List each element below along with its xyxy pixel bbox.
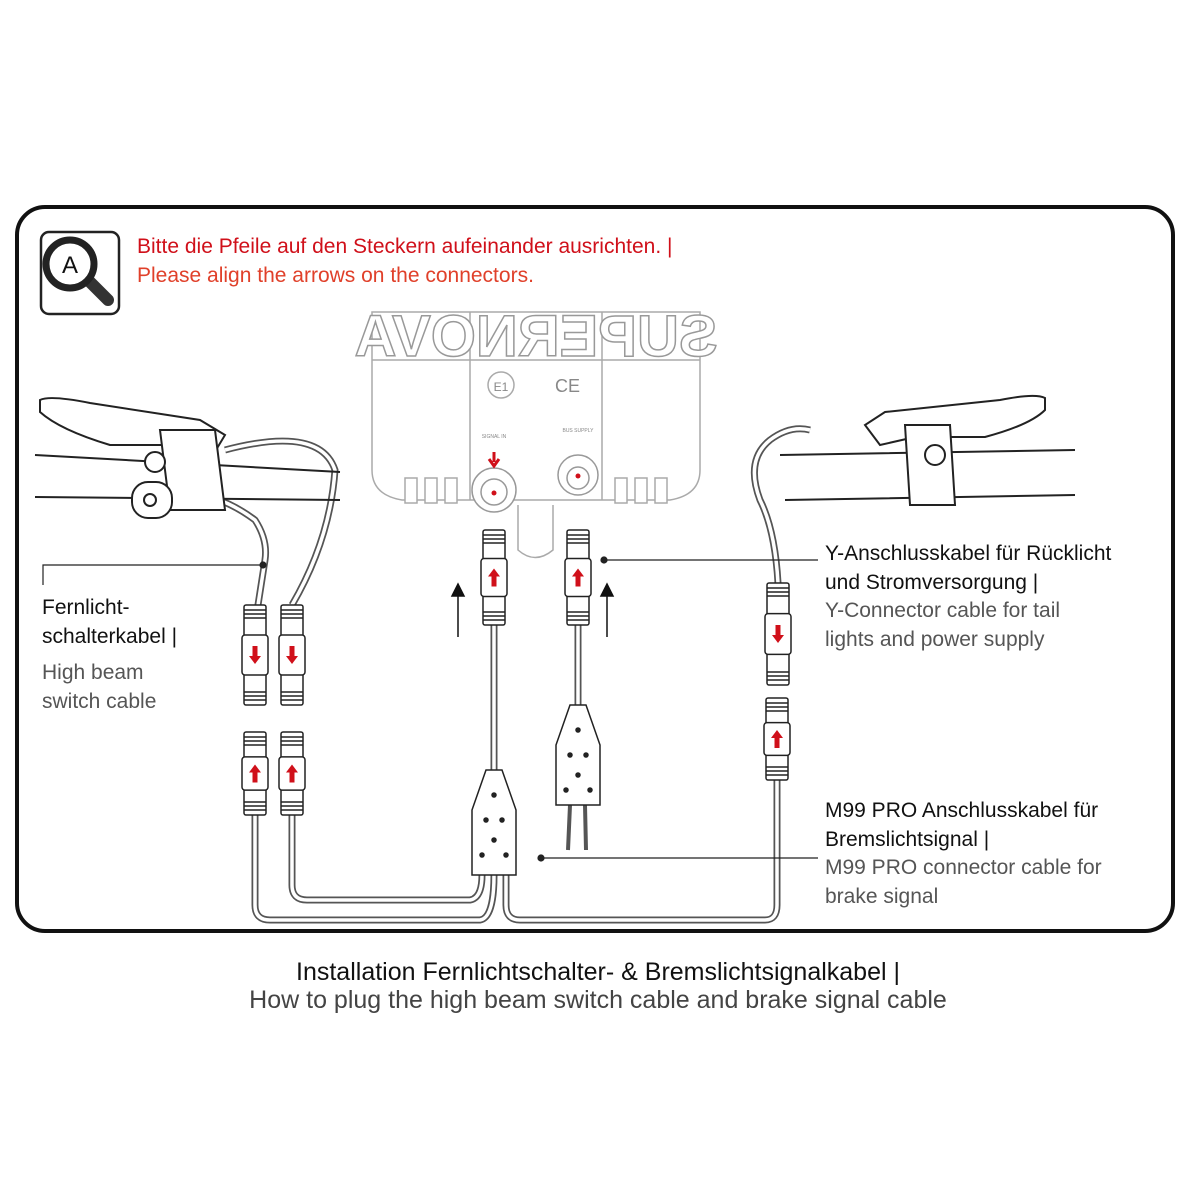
cable-inner — [504, 780, 779, 922]
plug-connector — [241, 731, 269, 816]
splitters — [471, 704, 601, 876]
leader-lines — [42, 556, 818, 862]
alignment-note: Bitte die Pfeile auf den Steckern aufein… — [137, 232, 672, 290]
cable-inner — [224, 439, 337, 606]
cable-inner — [253, 815, 496, 922]
red-arrow-down-icon — [286, 646, 298, 664]
cable — [288, 815, 486, 904]
red-arrow-up-icon — [249, 764, 261, 783]
cable — [502, 780, 781, 924]
plug-connector — [564, 529, 592, 626]
plug-connector — [278, 604, 306, 706]
light-device: SUPERNOVA E1 CE SIGNAL IN BUS SUPPLY — [354, 303, 718, 559]
note-en: Please align the arrows on the connector… — [137, 264, 534, 287]
label-en: switch cable — [42, 689, 157, 713]
red-arrow-up-icon — [572, 568, 584, 587]
label-en: brake signal — [825, 884, 939, 908]
caption-en: How to plug the high beam switch cable a… — [249, 986, 947, 1014]
plug-connector — [763, 697, 791, 781]
label-en: M99 PRO connector cable for — [825, 856, 1102, 879]
plug-connector — [241, 604, 269, 706]
port-left-label: SIGNAL IN — [482, 434, 507, 440]
note-de: Bitte die Pfeile auf den Steckern aufein… — [137, 235, 673, 258]
label-high-beam: Fernlicht- schalterkabel | High beam swi… — [42, 594, 177, 716]
cable-inner — [290, 815, 484, 902]
left-handlebar — [34, 397, 341, 519]
y-splitter-m99 — [471, 769, 517, 876]
label-de: M99 PRO Anschlusskabel für — [825, 799, 1099, 822]
magnifier-letter-a-icon: A — [39, 230, 121, 316]
cable-inner — [752, 427, 811, 584]
label-y-connector: Y-Anschlusskabel für Rücklicht und Strom… — [825, 540, 1111, 654]
svg-text:A: A — [62, 252, 78, 279]
caption: Installation Fernlichtschalter- & Bremsl… — [0, 958, 1196, 1014]
red-arrow-up-icon — [771, 730, 783, 748]
diagram-frame — [15, 205, 1175, 933]
label-de: schalterkabel | — [42, 624, 178, 648]
device-brand-mirrored: SUPERNOVA — [354, 304, 717, 369]
label-de: und Stromversorgung | — [825, 570, 1039, 594]
wire-ends — [566, 804, 588, 851]
plug-connector — [278, 731, 306, 816]
port-right-label: BUS SUPPLY — [562, 428, 594, 434]
label-de: Y-Anschlusskabel für Rücklicht — [825, 542, 1112, 565]
label-en: lights and power supply — [825, 627, 1045, 651]
right-handlebar — [779, 394, 1076, 506]
plug-connector — [764, 582, 792, 686]
plug-connector — [480, 529, 508, 626]
label-de: Bremslichtsignal | — [825, 827, 990, 851]
svg-text:CE: CE — [555, 376, 580, 396]
red-arrow-up-icon — [488, 568, 500, 587]
label-en: High beam — [42, 661, 144, 684]
red-arrow-down-icon — [249, 646, 261, 664]
caption-de: Installation Fernlichtschalter- & Bremsl… — [296, 958, 900, 986]
direction-arrows — [450, 582, 615, 637]
y-splitter-tail — [555, 704, 601, 806]
red-arrow-down-icon — [772, 625, 784, 643]
label-de: Fernlicht- — [42, 596, 130, 619]
label-en: Y-Connector cable for tail — [825, 599, 1061, 622]
label-m99: M99 PRO Anschlusskabel für Bremslichtsig… — [825, 797, 1102, 911]
svg-text:E1: E1 — [494, 380, 509, 394]
fins — [404, 477, 668, 504]
connectors — [241, 529, 792, 816]
red-arrow-up-icon — [286, 764, 298, 783]
